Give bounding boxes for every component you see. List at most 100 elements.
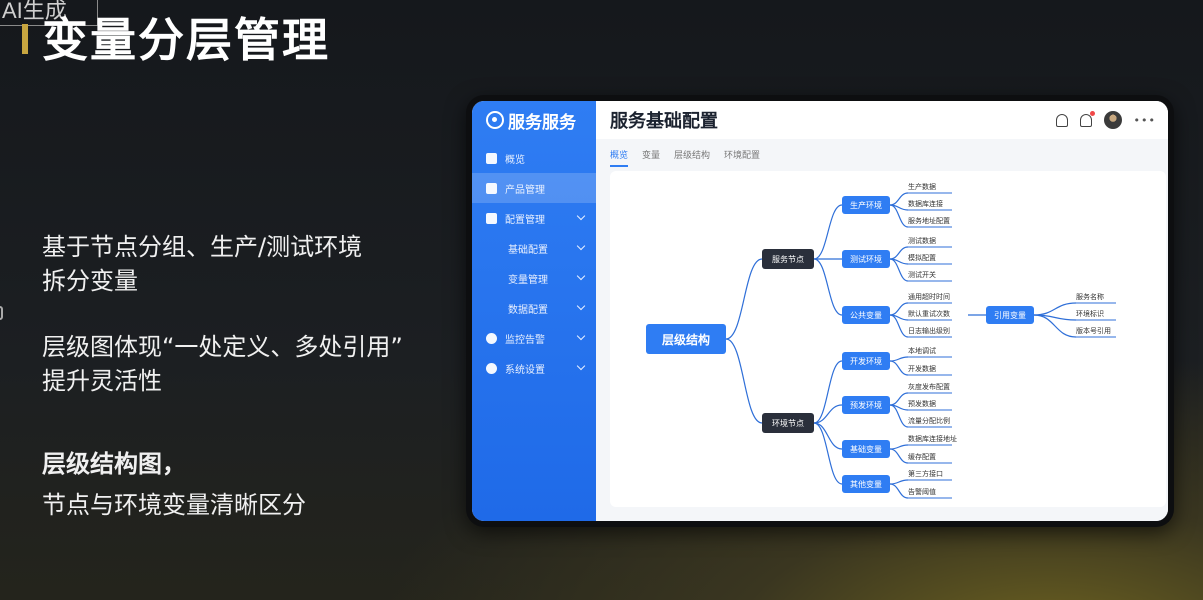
home-icon (486, 152, 497, 164)
slide-title: 变量分层管理 (42, 13, 330, 67)
mindmap-leaf: 灰度发布配置 (908, 383, 950, 391)
mindmap-leaf: 默认重试次数 (908, 310, 950, 318)
link-child-leaf (889, 444, 909, 450)
link-group-child (813, 404, 843, 424)
chevron-down-icon (576, 211, 586, 221)
mindmap-leaf: 第三方接口 (908, 470, 943, 478)
tab-2[interactable]: 层级结构 (674, 151, 711, 161)
sidebar-item-3[interactable]: 基础配置 (472, 233, 596, 263)
link-child-leaf (889, 360, 909, 376)
sidebar-item-2[interactable]: 配置管理 (472, 203, 596, 233)
point-1-line-2: 拆分变量 (42, 267, 138, 295)
link-child-leaf (889, 483, 909, 499)
sidebar-item-label: 产品管理 (505, 184, 545, 196)
link-group-child (813, 422, 843, 485)
gear-icon (486, 362, 497, 374)
topbar: 服务基础配置 ••• (596, 101, 1168, 139)
mindmap-leaf: 服务地址配置 (908, 217, 950, 225)
sidebar-item-4[interactable]: 变量管理 (472, 263, 596, 293)
mindmap-canvas: 层级结构服务节点生产环境生产数据数据库连接服务地址配置测试环境测试数据模拟配置测… (610, 171, 1166, 507)
tablet-mockup: 服务服务 概览产品管理配置管理基础配置变量管理数据配置监控告警系统设置 服务基础… (466, 95, 1174, 527)
mindmap-leaf: 测试数据 (908, 237, 936, 245)
link-root-group (725, 258, 763, 340)
logo-icon (486, 111, 504, 129)
link-child-leaf (889, 356, 909, 362)
mindmap-leaf: 生产数据 (908, 183, 936, 191)
edge-handle (0, 306, 3, 320)
link-group-child (813, 258, 843, 316)
mindmap-group-0[interactable]: 服务节点 (762, 249, 814, 269)
mindmap-node-0-1[interactable]: 测试环境 (842, 250, 890, 268)
home-icon (486, 182, 497, 194)
mindmap-root[interactable]: 层级结构 (646, 324, 726, 354)
sidebar-item-5[interactable]: 数据配置 (472, 293, 596, 323)
more-icon[interactable]: ••• (1133, 113, 1156, 127)
link-child-leaf (889, 302, 909, 316)
chevron-down-icon (576, 271, 586, 281)
mindmap-group-1[interactable]: 环境节点 (762, 413, 814, 433)
link-child-leaf (889, 448, 909, 464)
bell-icon[interactable] (1055, 113, 1068, 127)
mindmap-links (725, 192, 1116, 499)
point-1-line-1: 基于节点分组、生产/测试环境 (42, 233, 363, 261)
topbar-actions: ••• (1055, 110, 1156, 129)
mindmap-node-0-2[interactable]: 公共变量 (842, 306, 890, 324)
link-group-child (813, 360, 843, 424)
mindmap-leaf: 日志输出级别 (908, 327, 950, 335)
mindmap-node-1-3[interactable]: 其他变量 (842, 475, 890, 493)
calendar-icon (486, 212, 497, 224)
mindmap-node-0-0[interactable]: 生产环境 (842, 196, 890, 214)
link-child-leaf (889, 479, 909, 485)
mindmap-node-1-2[interactable]: 基础变量 (842, 440, 890, 458)
avatar[interactable] (1103, 111, 1122, 129)
mindmap-node-1-1[interactable]: 预发环境 (842, 396, 890, 414)
sidebar-item-1[interactable]: 产品管理 (472, 173, 596, 203)
mindmap-leaf: 版本号引用 (1076, 327, 1111, 335)
link-child-leaf (889, 404, 909, 428)
mindmap-extra-node[interactable]: 引用变量 (986, 306, 1034, 324)
chevron-down-icon (576, 361, 586, 371)
chat-icon (486, 332, 497, 344)
sidebar-item-label: 配置管理 (505, 214, 545, 226)
mindmap-leaf: 数据库连接 (908, 200, 943, 208)
link-extra-leaf (1033, 314, 1077, 338)
mindmap-leaf: 流量分配比例 (908, 417, 950, 425)
sidebar-item-7[interactable]: 系统设置 (472, 353, 596, 383)
mindmap-leaf: 缓存配置 (908, 453, 936, 461)
link-child-leaf (889, 314, 909, 338)
sidebar-item-label: 监控告警 (505, 334, 545, 346)
sidebar-item-label: 系统设置 (505, 364, 545, 376)
link-root-group (725, 338, 763, 424)
title-accent-bar (22, 24, 28, 54)
sidebar-item-label: 数据配置 (508, 304, 548, 316)
mindmap-leaf: 预发数据 (908, 400, 936, 408)
point-2-line-1: 层级图体现“一处定义、多处引用” (42, 333, 403, 361)
link-group-child (813, 422, 843, 450)
sidebar: 服务服务 概览产品管理配置管理基础配置变量管理数据配置监控告警系统设置 (472, 101, 596, 521)
notification-icon[interactable] (1079, 110, 1095, 127)
brand-name: 服务服务 (508, 112, 576, 133)
link-child-leaf (889, 246, 909, 260)
link-child-leaf (889, 258, 909, 282)
page-title: 服务基础配置 (610, 111, 718, 132)
sidebar-item-0[interactable]: 概览 (472, 143, 596, 173)
sidebar-item-label: 变量管理 (508, 274, 548, 286)
mindmap-leaf: 测试开关 (908, 271, 936, 279)
link-child-leaf (889, 392, 909, 406)
mindmap-leaf: 环境标识 (1076, 310, 1104, 318)
tab-1[interactable]: 变量 (642, 151, 661, 161)
brand[interactable]: 服务服务 (472, 101, 596, 139)
mindmap-leaf: 本地调试 (908, 347, 936, 355)
mindmap-leaf: 数据库连接地址 (908, 435, 957, 443)
link-extra-leaf (1033, 302, 1077, 316)
link-group-child (813, 204, 843, 260)
chevron-down-icon (576, 331, 586, 341)
tab-3[interactable]: 环境配置 (724, 151, 761, 161)
mindmap-leaf: 开发数据 (908, 365, 936, 373)
app-screen: 服务服务 概览产品管理配置管理基础配置变量管理数据配置监控告警系统设置 服务基础… (472, 101, 1168, 521)
tab-0[interactable]: 概览 (610, 148, 629, 167)
mindmap-node-1-0[interactable]: 开发环境 (842, 352, 890, 370)
link-child-leaf (889, 204, 909, 228)
sidebar-item-6[interactable]: 监控告警 (472, 323, 596, 353)
mindmap-leaf: 通用超时时间 (908, 293, 950, 301)
